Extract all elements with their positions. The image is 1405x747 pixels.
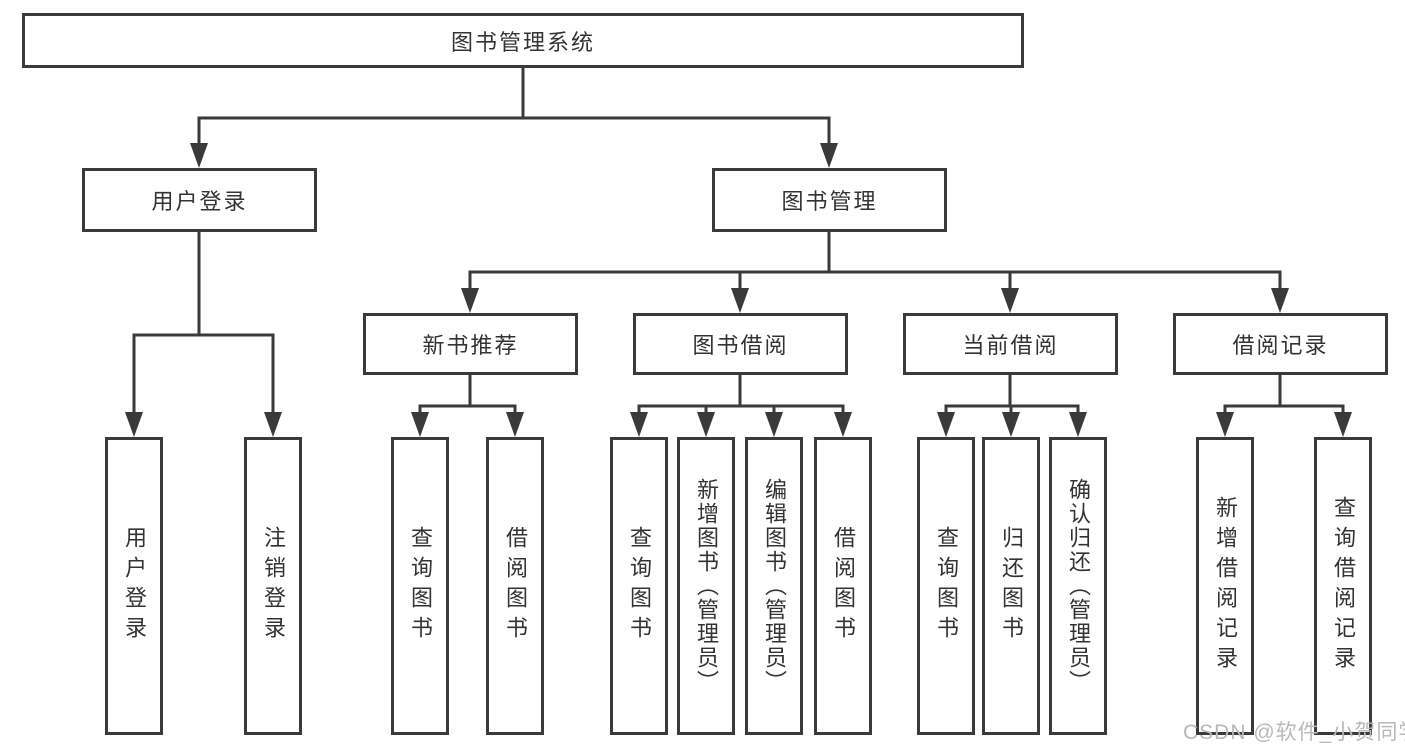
node-query-books-recommend-label: 查询图书 <box>408 526 433 646</box>
node-confirm-return-admin-label: 确认归还（管理员） <box>1066 478 1091 694</box>
node-user-login-leaf: 用户登录 <box>105 437 163 735</box>
node-book-management-label: 图书管理 <box>781 189 878 214</box>
node-query-books-borrowing: 查询图书 <box>610 437 668 735</box>
node-library-system-label: 图书管理系统 <box>450 29 595 55</box>
node-borrowing-records: 借阅记录 <box>1173 313 1388 375</box>
node-new-book-recommend: 新书推荐 <box>363 313 578 375</box>
node-return-books-label: 归还图书 <box>999 526 1024 646</box>
node-query-books-borrowing-label: 查询图书 <box>627 526 652 646</box>
node-borrow-books-recommend: 借阅图书 <box>486 437 544 735</box>
node-borrowing-records-label: 借阅记录 <box>1232 333 1329 358</box>
node-current-borrowing: 当前借阅 <box>903 313 1118 375</box>
node-confirm-return-admin: 确认归还（管理员） <box>1049 437 1107 735</box>
node-borrow-books-leaf-label: 借阅图书 <box>831 526 856 646</box>
node-user-login-leaf-label: 用户登录 <box>122 526 147 646</box>
node-return-books: 归还图书 <box>982 437 1040 735</box>
node-current-borrowing-label: 当前借阅 <box>962 333 1059 358</box>
node-query-books-current: 查询图书 <box>917 437 975 735</box>
node-add-book-admin: 新增图书（管理员） <box>677 437 735 735</box>
node-new-book-recommend-label: 新书推荐 <box>422 333 519 358</box>
node-add-borrow-record-label: 新增借阅记录 <box>1213 496 1238 676</box>
node-edit-book-admin: 编辑图书（管理员） <box>745 437 803 735</box>
node-query-borrow-record: 查询借阅记录 <box>1314 437 1372 735</box>
node-logout-label: 注销登录 <box>261 526 286 646</box>
node-query-books-current-label: 查询图书 <box>934 526 959 646</box>
node-book-management: 图书管理 <box>712 168 947 232</box>
node-logout: 注销登录 <box>244 437 302 735</box>
node-library-system: 图书管理系统 <box>22 13 1024 68</box>
node-borrow-books-leaf: 借阅图书 <box>814 437 872 735</box>
node-query-borrow-record-label: 查询借阅记录 <box>1331 496 1356 676</box>
node-user-login: 用户登录 <box>82 168 317 232</box>
node-query-books-recommend: 查询图书 <box>391 437 449 735</box>
node-add-book-admin-label: 新增图书（管理员） <box>694 478 719 694</box>
node-edit-book-admin-label: 编辑图书（管理员） <box>762 478 787 694</box>
node-user-login-label: 用户登录 <box>151 189 248 214</box>
node-book-borrowing: 图书借阅 <box>633 313 848 375</box>
node-borrow-books-recommend-label: 借阅图书 <box>503 526 528 646</box>
csdn-watermark: CSDN @软件_小贺同学 <box>1183 721 1405 744</box>
node-add-borrow-record: 新增借阅记录 <box>1196 437 1254 735</box>
node-book-borrowing-label: 图书借阅 <box>692 333 789 358</box>
